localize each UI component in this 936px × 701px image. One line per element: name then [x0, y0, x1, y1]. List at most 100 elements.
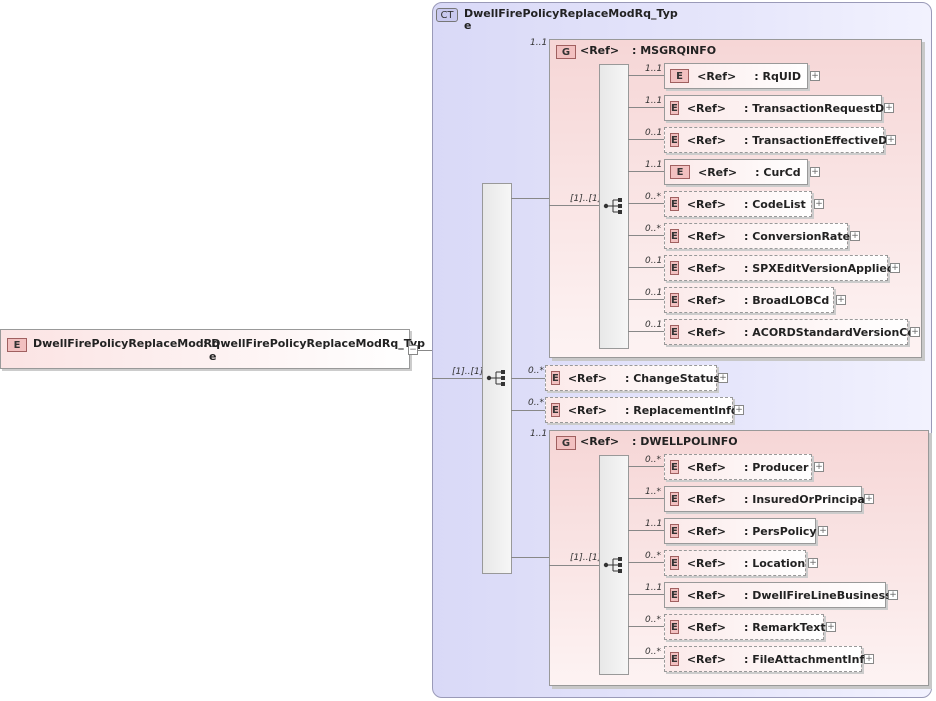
group-cardinality: 1..1	[530, 38, 548, 48]
element-name: : RqUID	[754, 69, 801, 83]
expand-icon[interactable]: +	[810, 71, 820, 81]
element-ref: <Ref>	[686, 556, 726, 570]
collapse-icon[interactable]: −	[408, 345, 418, 355]
connector	[511, 198, 549, 199]
element-badge: E	[551, 371, 560, 385]
expand-icon[interactable]: +	[864, 654, 874, 664]
element-cardinality: 0..*	[528, 366, 544, 376]
element-badge: E	[670, 69, 690, 83]
element-replacement-info[interactable]: E <Ref> : ReplacementInfo	[545, 397, 739, 423]
element-cardinality: 0..*	[528, 398, 544, 408]
element-location[interactable]: E <Ref> : Location	[664, 550, 806, 576]
expand-icon[interactable]: +	[810, 167, 820, 177]
connector	[628, 107, 664, 108]
element-badge: E	[670, 652, 679, 666]
connector	[628, 658, 664, 659]
element-ref: <Ref>	[686, 492, 726, 506]
element-cardinality: 0..1	[645, 320, 663, 330]
group-name: : DWELLPOLINFO	[632, 435, 738, 448]
element-badge: E	[670, 229, 679, 243]
element-name: : TransactionRequestDt	[744, 101, 890, 115]
element-cardinality: 0..1	[645, 128, 663, 138]
element-badge: E	[670, 325, 679, 339]
element-ref: <Ref>	[686, 101, 726, 115]
group-ref: <Ref>	[580, 435, 620, 448]
element-badge: E	[670, 197, 679, 211]
element-dwell-fire-line-business[interactable]: E<Ref>: DwellFireLineBusiness	[664, 582, 892, 608]
element-name: : InsuredOrPrincipal	[744, 492, 869, 506]
expand-icon[interactable]: +	[910, 327, 920, 337]
element-badge: E	[670, 556, 679, 570]
root-element-type-wrap: e	[209, 350, 217, 363]
connector	[628, 562, 664, 563]
element-cur-cd[interactable]: E<Ref>: CurCd	[664, 159, 808, 185]
element-transaction-request-dt[interactable]: E <Ref> : TransactionRequestDt	[664, 95, 889, 121]
expand-icon[interactable]: +	[826, 622, 836, 632]
connector	[628, 594, 664, 595]
expand-icon[interactable]: +	[884, 103, 894, 113]
element-ref: <Ref>	[686, 325, 726, 339]
element-rq-uid[interactable]: E<Ref>: RqUID	[664, 63, 808, 89]
expand-icon[interactable]: +	[890, 263, 900, 273]
sequence-icon	[486, 370, 505, 386]
connector	[511, 410, 545, 411]
element-badge: E	[670, 588, 679, 602]
element-ref: <Ref>	[567, 403, 607, 417]
connector	[511, 378, 545, 379]
element-cardinality: 0..*	[645, 455, 661, 465]
expand-icon[interactable]: +	[734, 405, 744, 415]
expand-icon[interactable]: +	[888, 590, 898, 600]
element-name: : ChangeStatus	[625, 371, 720, 385]
element-change-status[interactable]: E <Ref> : ChangeStatus	[545, 365, 720, 391]
element-spxedit-version-applied[interactable]: E<Ref>: SPXEditVersionApplied	[664, 255, 895, 281]
element-conversion-rate[interactable]: E<Ref>: ConversionRate	[664, 223, 850, 249]
element-producer[interactable]: E<Ref>: Producer	[664, 454, 812, 480]
root-element[interactable]: E DwellFirePolicyReplaceModRq : DwellFir…	[0, 329, 425, 369]
group-name: : MSGRQINFO	[632, 44, 717, 57]
connector	[628, 235, 664, 236]
expand-icon[interactable]: +	[886, 135, 896, 145]
element-badge: E	[670, 101, 679, 115]
element-acordstandard-version-cd[interactable]: E<Ref>: ACORDStandardVersionCd	[664, 319, 915, 345]
group-ref: <Ref>	[580, 44, 620, 57]
element-name: : TransactionEffectiveDt	[744, 133, 893, 147]
element-broad-lobcd[interactable]: E<Ref>: BroadLOBCd	[664, 287, 834, 313]
element-badge: E	[670, 524, 679, 538]
element-ref: <Ref>	[686, 524, 726, 538]
element-transaction-effective-dt[interactable]: E<Ref>: TransactionEffectiveDt	[664, 127, 893, 153]
element-badge: E	[670, 293, 679, 307]
element-code-list[interactable]: E<Ref>: CodeList	[664, 191, 812, 217]
element-name: : Producer	[744, 460, 809, 474]
connector	[549, 205, 599, 206]
element-badge: E	[670, 133, 679, 147]
expand-icon[interactable]: +	[850, 231, 860, 241]
expand-icon[interactable]: +	[814, 199, 824, 209]
element-name: : Location	[744, 556, 806, 570]
element-cardinality: 0..1	[645, 288, 663, 298]
connector	[628, 203, 664, 204]
element-cardinality: 0..*	[645, 551, 661, 561]
complex-type-title-wrap: e	[464, 19, 472, 32]
element-ref: <Ref>	[686, 197, 726, 211]
element-file-attachment-info[interactable]: E<Ref>: FileAttachmentInfo	[664, 646, 872, 672]
element-name: : FileAttachmentInfo	[744, 652, 872, 666]
element-remark-text[interactable]: E<Ref>: RemarkText	[664, 614, 826, 640]
element-cardinality: 0..*	[645, 192, 661, 202]
element-badge: E	[670, 165, 690, 179]
group-cardinality: 1..1	[530, 429, 548, 439]
expand-icon[interactable]: +	[864, 494, 874, 504]
expand-icon[interactable]: +	[808, 558, 818, 568]
expand-icon[interactable]: +	[814, 462, 824, 472]
connector	[628, 626, 664, 627]
sequence-cardinality: [1]..[1]	[570, 553, 602, 563]
element-pers-policy[interactable]: E<Ref>: PersPolicy	[664, 518, 817, 544]
element-insured-or-principal[interactable]: E<Ref>: InsuredOrPrincipal	[664, 486, 869, 512]
expand-icon[interactable]: +	[718, 373, 728, 383]
element-cardinality: 0..*	[645, 224, 661, 234]
complex-type-badge: CT	[436, 8, 458, 22]
sequence-cardinality: [1]..[1]	[570, 194, 602, 204]
expand-icon[interactable]: +	[818, 526, 828, 536]
expand-icon[interactable]: +	[836, 295, 846, 305]
sequence-icon	[603, 198, 622, 214]
connector	[628, 466, 664, 467]
